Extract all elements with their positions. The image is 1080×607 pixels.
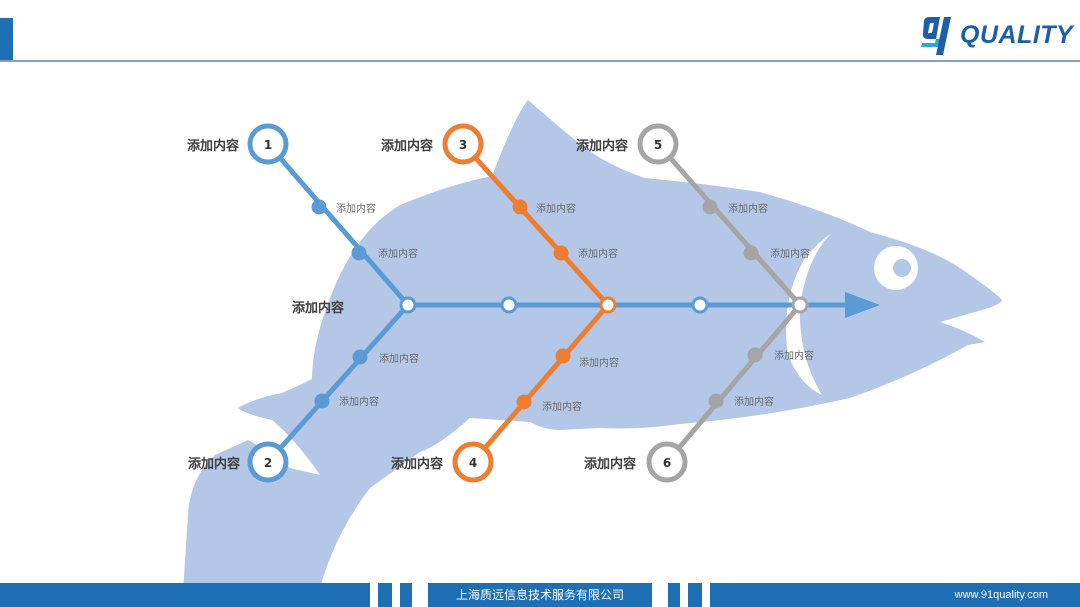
sub-dot-5a (702, 199, 718, 215)
sub-dot-3a (512, 199, 528, 215)
node-number-3: 3 (459, 138, 467, 152)
node-circle-5 (637, 123, 679, 165)
branch-line-1 (266, 142, 410, 307)
footer-company-box (428, 583, 652, 607)
spine-marker-1 (500, 296, 518, 314)
sub-dot-5b (743, 245, 759, 261)
node-circle-4 (452, 441, 494, 483)
branch-line-5 (656, 142, 802, 307)
node-number-2: 2 (264, 456, 272, 470)
sub-label-5b: 添加内容 (770, 247, 810, 260)
header-divider (0, 60, 1080, 62)
spine-junction-1 (399, 296, 417, 314)
sub-label-2b: 添加内容 (339, 395, 379, 408)
spine-junction-3 (791, 296, 809, 314)
sub-label-4a: 添加内容 (579, 356, 619, 369)
node-label-2: 添加内容 (188, 456, 240, 472)
sub-dot-4a (555, 348, 571, 364)
branch-line-4 (471, 303, 610, 464)
sub-label-3a: 添加内容 (536, 202, 576, 215)
sub-label-4b: 添加内容 (542, 400, 582, 413)
company-name: 上海质远信息技术服务有限公司 (455, 588, 624, 602)
sub-dot-2a (352, 349, 368, 365)
spine-marker-2 (691, 296, 709, 314)
logo-text: QUALITY (960, 20, 1074, 49)
fish-body-shape (182, 100, 1002, 607)
branch-line-6 (665, 303, 802, 464)
sub-label-6b: 添加内容 (734, 395, 774, 408)
logo-mark-icon (921, 17, 951, 55)
node-number-1: 1 (264, 138, 272, 152)
sub-dot-6b (708, 393, 724, 409)
main-label: 添加内容 (292, 300, 344, 316)
node-number-4: 4 (469, 456, 477, 470)
spine-junction-2 (599, 296, 617, 314)
footer-stripe (400, 583, 412, 607)
sub-label-1b: 添加内容 (378, 247, 418, 260)
node-circle-3 (442, 123, 484, 165)
node-number-6: 6 (663, 456, 671, 470)
footer-stripe (378, 583, 392, 607)
node-number-5: 5 (654, 138, 662, 152)
sub-dot-2b (314, 393, 330, 409)
sub-label-1a: 添加内容 (336, 202, 376, 215)
node-circle-6 (646, 441, 688, 483)
branch-line-3 (461, 142, 610, 307)
footer-stripe (688, 583, 702, 607)
sub-dot-4b (516, 394, 532, 410)
sub-dot-6a (747, 347, 763, 363)
brand-logo: QUALITY (918, 12, 1073, 58)
node-label-3: 添加内容 (381, 138, 433, 154)
sub-dot-1b (351, 245, 367, 261)
sub-label-2a: 添加内容 (379, 352, 419, 365)
website-link[interactable]: www.91quality.com (954, 589, 1048, 601)
footer-stripe-left (0, 583, 370, 607)
node-circle-2 (247, 441, 289, 483)
footer-stripe-right (710, 583, 1080, 607)
node-label-5: 添加内容 (576, 138, 628, 154)
footer-bar: 上海质远信息技术服务有限公司 www.91quality.com (0, 583, 1080, 607)
node-label-6: 添加内容 (584, 456, 636, 472)
fish-pupil (893, 259, 911, 277)
fish-gill-shape (786, 233, 832, 395)
node-label-1: 添加内容 (187, 138, 239, 154)
footer-stripe (668, 583, 680, 607)
header-accent-bar (0, 18, 13, 60)
sub-dot-3b (553, 245, 569, 261)
sub-label-3b: 添加内容 (578, 247, 618, 260)
node-circle-1 (247, 123, 289, 165)
sub-label-5a: 添加内容 (728, 202, 768, 215)
spine-arrow-head (845, 292, 880, 318)
sub-label-6a: 添加内容 (774, 349, 814, 362)
node-label-4: 添加内容 (391, 456, 443, 472)
sub-dot-1a (311, 199, 327, 215)
branch-line-2 (266, 303, 410, 464)
